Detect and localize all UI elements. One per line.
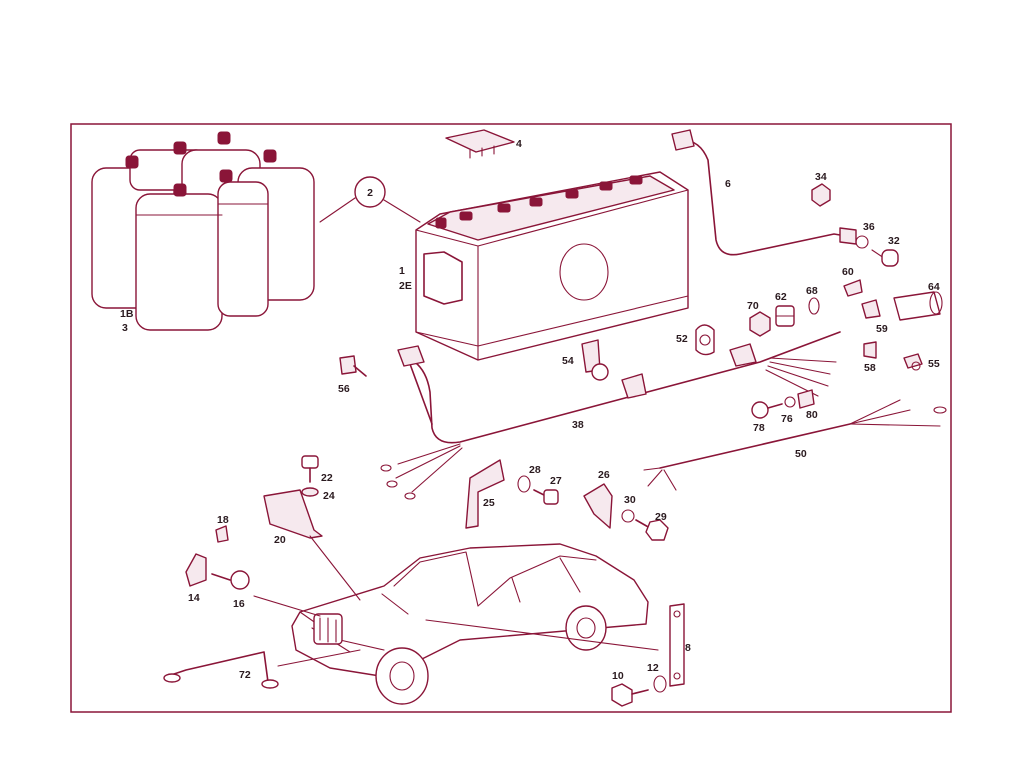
part-28-washer [517, 475, 531, 493]
part-64-sleeve [893, 291, 943, 321]
label-27: 27 [550, 475, 562, 487]
part-number-labels: 1B 3 4 6 1 2E 34 36 32 60 64 59 70 62 68… [120, 138, 940, 682]
label-10: 10 [612, 670, 624, 682]
part-16-bolt [211, 570, 250, 590]
part-26-bracket [583, 483, 613, 529]
label-16: 16 [233, 598, 245, 610]
label-78: 78 [753, 422, 765, 434]
label-80: 80 [806, 409, 818, 421]
part-38-harness [380, 331, 841, 500]
label-22: 22 [321, 472, 333, 484]
part-14-bracket [185, 553, 207, 587]
label-28: 28 [529, 464, 541, 476]
part-20-bracket [263, 489, 323, 539]
part-10-bolt [611, 683, 649, 707]
label-58: 58 [864, 362, 876, 374]
label-30: 30 [624, 494, 636, 506]
label-64: 64 [928, 281, 940, 293]
label-29: 29 [655, 511, 667, 523]
part-76-washer [784, 396, 796, 408]
part-27-bolt [533, 489, 559, 505]
label-12: 12 [647, 662, 659, 674]
label-26: 26 [598, 469, 610, 481]
label-52: 52 [676, 333, 688, 345]
label-55: 55 [928, 358, 940, 370]
callout-label: 2 [367, 187, 373, 199]
part-62-fitting [775, 305, 795, 327]
battery [415, 171, 689, 361]
callout-2: 2 [319, 176, 421, 223]
part-30-washer [621, 509, 635, 523]
label-70: 70 [747, 300, 759, 312]
label-60: 60 [842, 266, 854, 278]
label-14: 14 [188, 592, 200, 604]
part-56-bolt [339, 355, 367, 377]
part-55-clip [903, 353, 923, 371]
label-32: 32 [888, 235, 900, 247]
label-3: 3 [122, 322, 128, 334]
part-50-wire-set [643, 399, 947, 491]
label-50: 50 [795, 448, 807, 460]
label-59: 59 [876, 323, 888, 335]
part-6-ground-cable [671, 129, 857, 256]
label-76: 76 [781, 413, 793, 425]
part-58-clip [863, 341, 877, 359]
label-36: 36 [863, 221, 875, 233]
part-25-bracket [465, 459, 505, 529]
part-78-screw [751, 401, 783, 419]
part-29-bolt [635, 519, 669, 541]
part-68-washer [808, 297, 820, 315]
label-18: 18 [217, 514, 229, 526]
label-56: 56 [338, 383, 350, 395]
part-4-cover [445, 129, 515, 159]
part-52-grommet [695, 324, 715, 356]
part-8-ground-strap [669, 603, 685, 687]
part-12-washer [653, 675, 667, 693]
label-38: 38 [572, 419, 584, 431]
label-2e: 2E [399, 280, 412, 292]
part-24-nut [301, 487, 319, 497]
part-80-clip [797, 389, 815, 409]
part-32-bolt [871, 249, 899, 267]
label-20: 20 [274, 534, 286, 546]
part-22-bolt [301, 455, 319, 483]
label-34: 34 [815, 171, 827, 183]
part-36-washer [855, 235, 869, 249]
part-34-nut [811, 183, 831, 207]
label-72: 72 [239, 669, 251, 681]
label-1b: 1B [120, 308, 134, 320]
label-6: 6 [725, 178, 731, 190]
acid-containers [91, 131, 315, 331]
part-59-bracket [861, 299, 881, 319]
leader-lines [253, 535, 659, 667]
label-8: 8 [685, 642, 691, 654]
part-70-nut [749, 311, 771, 337]
label-68: 68 [806, 285, 818, 297]
diagram-frame [70, 123, 952, 713]
label-25: 25 [483, 497, 495, 509]
part-18-clip [215, 525, 229, 543]
label-62: 62 [775, 291, 787, 303]
label-54: 54 [562, 355, 574, 367]
part-60-clip [843, 279, 863, 297]
part-72-ground-cable [163, 651, 279, 689]
label-4: 4 [516, 138, 522, 150]
label-24: 24 [323, 490, 335, 502]
car-illustration [291, 543, 649, 705]
label-1: 1 [399, 265, 405, 277]
part-54-bracket [581, 339, 609, 381]
